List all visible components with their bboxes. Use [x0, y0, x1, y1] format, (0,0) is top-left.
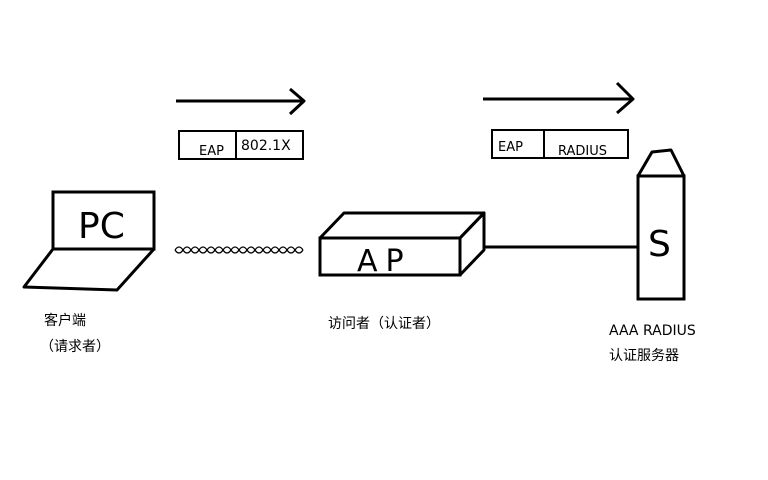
packet-left-field2: 802.1X — [241, 138, 291, 154]
pc-screen-text: PC — [78, 206, 125, 247]
client-label-line2: （请求者） — [40, 339, 110, 355]
packet-left-field1: EAP — [199, 144, 224, 159]
access-point-icon: AP — [318, 211, 486, 279]
ap-box-text: AP — [357, 244, 412, 279]
server-icon: S — [636, 148, 686, 301]
packet-right-field2: RADIUS — [558, 144, 607, 159]
arrow-left — [176, 87, 306, 116]
server-box-text: S — [648, 224, 671, 265]
packet-right-field1: EAP — [498, 140, 523, 155]
packet-left — [178, 130, 304, 160]
laptop-icon: PC — [22, 190, 156, 292]
server-label-line1: AAA RADIUS — [609, 323, 696, 339]
arrow-right — [483, 81, 635, 115]
client-label-line1: 客户端 — [44, 313, 86, 329]
server-label-line2: 认证服务器 — [609, 348, 679, 364]
packet-right — [491, 129, 629, 159]
wireless-link — [174, 246, 304, 254]
ap-label: 访问者（认证者） — [328, 316, 440, 332]
